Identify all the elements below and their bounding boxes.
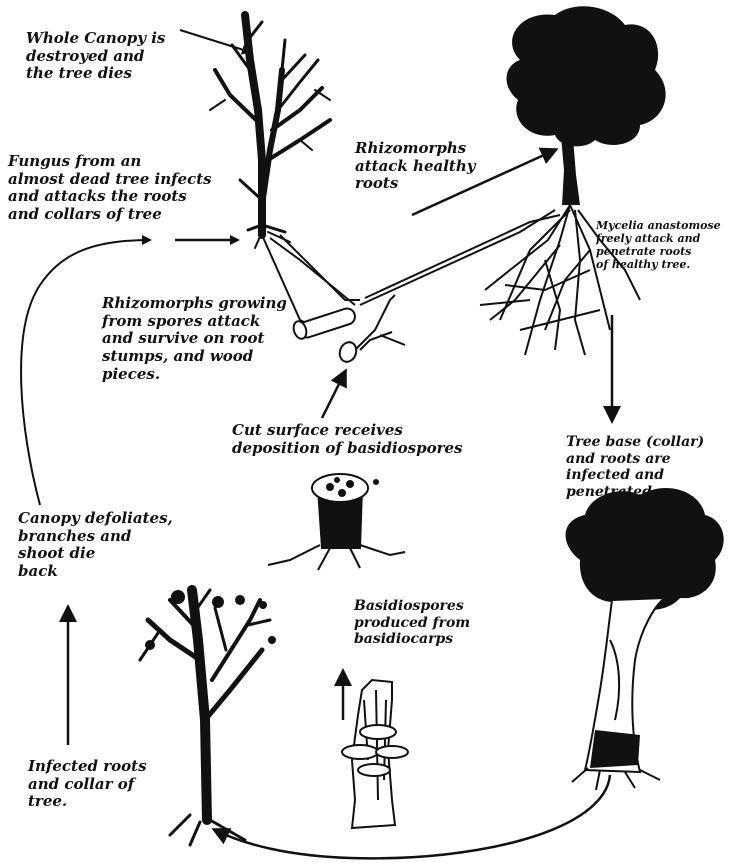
label-rhizomorphs-growing: Rhizomorphs growing from spores attack a… [102,295,287,383]
label-line: and collar of [28,776,147,794]
wood-pieces [292,295,405,364]
label-line: branches and [18,528,173,546]
label-line: Rhizomorphs [355,140,475,158]
label-infected-roots: Infected roots and collar of tree. [28,758,147,811]
label-line: and survive on root [102,330,287,348]
label-tree-base: Tree base (collar) and roots are infecte… [566,434,704,500]
label-line: back [18,563,173,581]
cut-stump [268,474,405,570]
infected-tree-right [566,488,724,790]
label-mycelia: Mycelia anastomose freely attack and pen… [596,220,721,272]
label-line: destroyed and [26,48,165,66]
label-whole-canopy: Whole Canopy is destroyed and the tree d… [26,30,165,83]
label-cut-surface: Cut surface receives deposition of basid… [232,422,462,457]
label-line: freely attack and [596,233,721,246]
label-line: from spores attack [102,313,287,331]
basidiocarp-stump [342,680,408,828]
label-line: the tree dies [26,65,165,83]
label-line: Fungus from an [8,153,212,171]
label-line: Tree base (collar) [566,434,704,451]
label-line: penetrate roots [596,246,721,259]
label-line: infected and [566,467,704,484]
label-canopy-defoliates: Canopy defoliates, branches and shoot di… [18,510,173,581]
dead-tree-top [210,15,330,248]
label-line: roots [355,175,475,193]
label-line: deposition of basidiospores [232,440,462,458]
label-line: and roots are [566,451,704,468]
label-line: attack healthy [355,158,475,176]
label-line: Cut surface receives [232,422,462,440]
label-line: produced from [354,615,470,632]
label-line: pieces. [102,366,287,384]
label-line: basidiocarps [354,631,470,648]
label-line: stumps, and wood [102,348,287,366]
label-line: Whole Canopy is [26,30,165,48]
label-line: Infected roots [28,758,147,776]
infected-tree-bottom [140,590,276,845]
label-line: and attacks the roots [8,188,212,206]
label-line: and collars of tree [8,206,212,224]
label-line: almost dead tree infects [8,171,212,189]
healthy-tree-top [480,6,666,355]
label-line: Basidiospores [354,598,470,615]
label-line: Canopy defoliates, [18,510,173,528]
label-line: Rhizomorphs growing [102,295,287,313]
label-fungus-infects: Fungus from an almost dead tree infects … [8,153,212,224]
rhizomorph-strands [262,210,560,330]
label-line: shoot die [18,545,173,563]
label-rhizomorphs-attack: Rhizomorphs attack healthy roots [355,140,475,193]
label-basidiospores: Basidiospores produced from basidiocarps [354,598,470,648]
label-line: of healthy tree. [596,259,721,272]
label-line: penetrated. [566,484,704,501]
label-line: tree. [28,793,147,811]
